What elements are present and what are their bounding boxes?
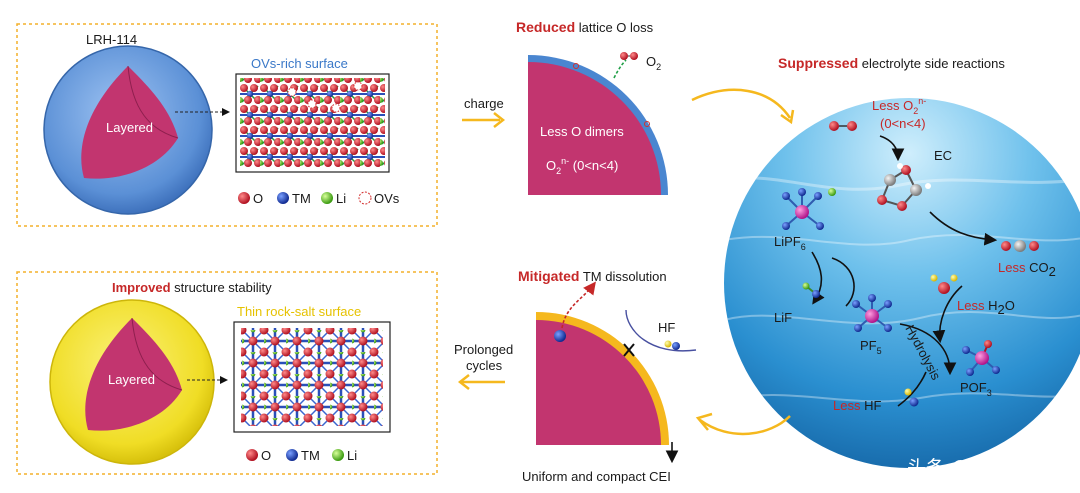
legend-li: Li [347,448,357,463]
lipf6-label: LiPF6 [774,234,806,252]
less-o2n-range: (0<n<4) [880,116,926,131]
layered-core-bottom [85,318,182,431]
legend-tm: TM [301,448,320,463]
li-atom-icon [321,192,333,204]
cathode-quarter [528,62,661,195]
li-atom-icon [332,449,344,461]
pf5-molecule-icon [852,294,892,332]
legend-o: O [261,448,271,463]
tm-ion-icon [554,330,566,342]
layered-core [81,66,178,179]
particle-label: LRH-114 [86,32,137,47]
o2-radical-icon [829,121,839,131]
dashed-frame-bottom [16,271,438,475]
panel-top-middle: Reduced lattice O loss O2 Less O dimers … [516,19,668,195]
prolonged-label-line1: Prolonged [454,342,513,357]
bottom-left-title: Improved structure stability [112,280,272,295]
curve-arrow-bottom [699,415,791,436]
core-label: Layered [106,120,153,135]
panel-top-left: LRH-114 Layered OVs-rich surface O TM Li… [16,23,438,227]
prolonged-label-line2: cycles [466,358,503,373]
pof3-molecule-icon [962,340,1000,376]
ov-vacancy-icon [358,191,372,205]
legend-o: O [253,191,263,206]
o-atom-icon [238,192,250,204]
less-h2o-label: Less H2O [957,298,1015,317]
less-co2-label: Less CO2 [998,260,1056,279]
o2-label: O2 [646,54,661,72]
curve-arrow-top [691,88,792,119]
surface-label: OVs-rich surface [251,56,348,71]
less-hf-label: Less HF [833,398,881,413]
panel-bottom-middle: Mitigated TM dissolution HF Uniform and … [518,268,697,484]
lattice-ovs-rich [240,78,385,168]
pof3-label: POF3 [960,380,992,398]
lipf6-molecule-icon [782,188,836,230]
ec-label: EC [934,148,952,163]
panel-right: Suppressed electrolyte side reactions Le… [724,55,1080,468]
dashed-frame [16,23,438,227]
cei-label: Uniform and compact CEI [522,469,671,484]
bottom-middle-title: Mitigated TM dissolution [518,268,667,284]
right-title: Suppressed electrolyte side reactions [778,55,1005,71]
less-o2n-label: Less O2n- [872,96,926,116]
ec-molecule-icon [877,163,931,211]
o2-molecule-icon [620,52,628,60]
hf-label: HF [658,320,675,335]
pf5-label: PF5 [860,338,882,356]
h2o-molecule-icon [930,274,958,294]
panel-bottom-left: Improved structure stability Layered Thi… [16,271,438,475]
legend-tm: TM [292,191,311,206]
legend-bottom: O TM Li [246,448,357,463]
dimers-label: Less O dimers [540,124,624,139]
charge-label: charge [464,96,504,111]
o2n-species: O2n- (0<n<4) [546,156,618,176]
legend-ovs: OVs [374,191,400,206]
lif-molecule-icon [802,282,820,298]
lattice-rock-salt [241,328,383,426]
top-middle-title: Reduced lattice O loss [516,19,654,35]
rocksalt-surface-label: Thin rock-salt surface [237,304,361,319]
electrolyte-circle [724,98,1080,468]
charge-arrow: charge [462,96,506,128]
core-label-bottom: Layered [108,372,155,387]
hf-small-icon [664,340,672,348]
lif-label: LiF [774,310,792,325]
tm-atom-icon [277,192,289,204]
hf-molecule-icon [904,388,919,407]
legend-top: O TM Li OVs [238,191,400,206]
legend-li: Li [336,191,346,206]
tm-atom-icon [286,449,298,461]
co2-molecule-icon [1001,240,1039,252]
watermark: 头条 @新锂念 [907,456,1027,479]
cathode-quarter-bottom [536,320,661,445]
o-atom-icon [246,449,258,461]
prolonged-arrow: Prolonged cycles [454,342,513,390]
